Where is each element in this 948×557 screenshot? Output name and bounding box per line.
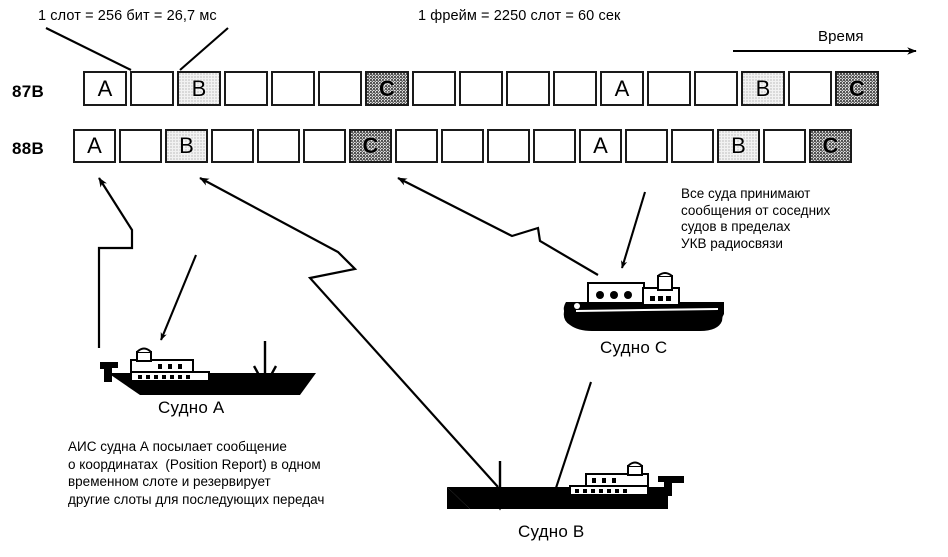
slot-empty[interactable]: [625, 129, 668, 163]
link-ship-c-to-slot-c: [397, 177, 599, 276]
ship-label-a: Судно А: [158, 398, 225, 417]
slot-c[interactable]: C: [835, 71, 879, 106]
slot-a[interactable]: A: [600, 71, 644, 106]
slot-a[interactable]: A: [579, 129, 622, 163]
slot-width-leader-lines: [45, 27, 229, 71]
reception-arrow-ship-c: [620, 191, 647, 269]
antenna-arrow-ship-a: [252, 341, 278, 389]
slot-empty[interactable]: [533, 129, 576, 163]
slot-glyph: C: [379, 75, 395, 101]
slot-empty[interactable]: [671, 129, 714, 163]
slot-b[interactable]: B: [741, 71, 785, 106]
slot-glyph: C: [849, 75, 865, 101]
slot-empty[interactable]: [788, 71, 832, 106]
antenna-arrow-ship-b: [487, 461, 513, 511]
slot-empty[interactable]: [211, 129, 254, 163]
link-ship-a-to-slot-a: [97, 177, 134, 348]
slot-glyph: A: [87, 133, 102, 158]
channel-label-88b: 88B: [12, 139, 45, 158]
reception-arrow-ship-a: [160, 254, 197, 341]
slot-empty[interactable]: [441, 129, 484, 163]
note-vhf-reception: Все суда принимают сообщения от соседних…: [681, 186, 831, 251]
slot-glyph: B: [191, 75, 207, 101]
slot-b[interactable]: B: [177, 71, 221, 106]
slot-c[interactable]: C: [349, 129, 392, 163]
ship-b-illustration: [447, 461, 684, 509]
slot-duration-caption: 1 слот = 256 бит = 26,7 мс: [38, 8, 217, 24]
slot-a[interactable]: A: [73, 129, 116, 163]
slot-glyph: C: [822, 133, 839, 158]
slot-c[interactable]: C: [365, 71, 409, 106]
slot-empty[interactable]: [303, 129, 346, 163]
slot-glyph: B: [755, 75, 771, 101]
reception-arrow-ship-b: [552, 381, 592, 498]
slot-glyph: C: [362, 133, 379, 158]
slot-empty[interactable]: [487, 129, 530, 163]
slot-empty[interactable]: [459, 71, 503, 106]
ship-label-b: Судно В: [518, 522, 585, 541]
ship-a-illustration: [100, 347, 316, 395]
slot-glyph: B: [731, 133, 746, 158]
slot-glyph: A: [614, 75, 630, 101]
slot-empty[interactable]: [318, 71, 362, 106]
slot-empty[interactable]: [257, 129, 300, 163]
time-axis-label: Время: [818, 28, 864, 45]
slot-empty[interactable]: [130, 71, 174, 106]
ship-label-c: Судно С: [600, 338, 668, 357]
slot-b[interactable]: B: [717, 129, 760, 163]
slot-glyph: B: [179, 133, 194, 158]
channel-label-87b: 87B: [12, 82, 45, 101]
slot-empty[interactable]: [553, 71, 597, 106]
slot-empty[interactable]: [694, 71, 738, 106]
slot-empty[interactable]: [412, 71, 456, 106]
slot-glyph: A: [593, 133, 608, 158]
slot-empty[interactable]: [506, 71, 550, 106]
slot-empty[interactable]: [763, 129, 806, 163]
slot-empty[interactable]: [647, 71, 691, 106]
slot-empty[interactable]: [224, 71, 268, 106]
slot-b[interactable]: B: [165, 129, 208, 163]
slot-c[interactable]: C: [809, 129, 852, 163]
slot-glyph: A: [97, 75, 113, 101]
slot-a[interactable]: A: [83, 71, 127, 106]
note-position-report: АИС судна А посылает сообщение о координ…: [68, 439, 325, 507]
ship-c-illustration: [563, 272, 724, 331]
frame-duration-caption: 1 фрейм = 2250 слот = 60 сек: [418, 8, 621, 24]
slot-empty[interactable]: [119, 129, 162, 163]
slot-empty[interactable]: [395, 129, 438, 163]
slot-empty[interactable]: [271, 71, 315, 106]
